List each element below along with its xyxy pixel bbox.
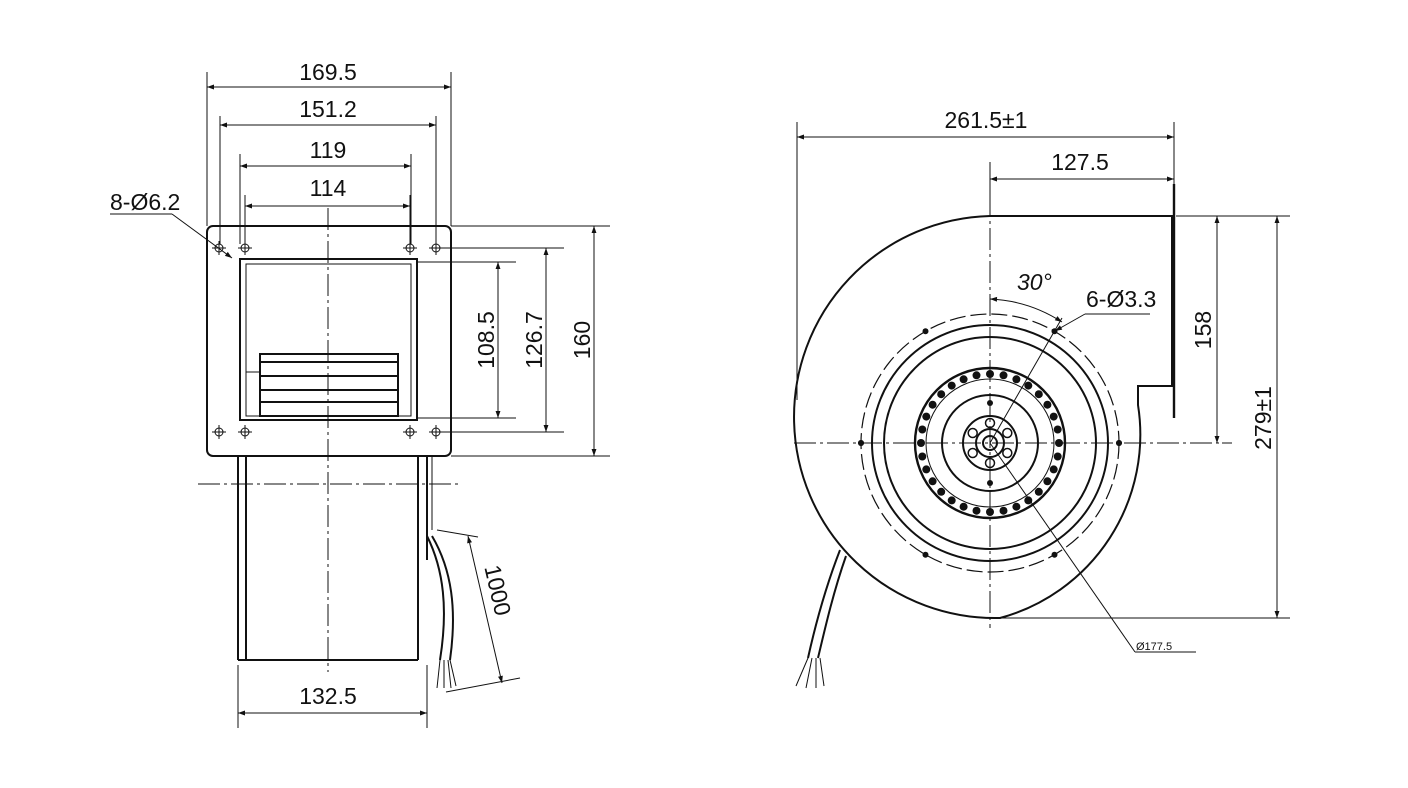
hub-hole (1002, 447, 1013, 459)
bolt-hole-set (858, 328, 1122, 558)
dim-flange-width: 151.2 (299, 96, 357, 122)
side-view: 261.5±1 127.5 158 279±1 30° 6-Ø3.3 Ø177.… (793, 107, 1290, 689)
centre-marker (987, 480, 993, 486)
impeller-blade (1024, 496, 1033, 505)
bolt-hole (922, 328, 929, 335)
impeller-blade (972, 506, 981, 515)
impeller-blade (1012, 502, 1021, 511)
dim-overall-height: 279±1 (1250, 386, 1276, 450)
impeller-blade (947, 496, 956, 505)
impeller-blade (937, 390, 946, 399)
impeller-blade (928, 477, 937, 486)
impeller-blade (922, 412, 931, 421)
motor-housing (237, 456, 433, 661)
top-dimensions (206, 72, 452, 244)
dim-overall-width: 169.5 (299, 59, 357, 85)
dim-height-mid: 126.7 (521, 311, 547, 369)
dim-mount-holes: 8-Ø6.2 (110, 189, 180, 215)
right-dimensions (417, 225, 610, 457)
hub-hole (967, 447, 978, 459)
impeller-blade (1012, 375, 1021, 384)
impeller-blades (245, 353, 399, 417)
impeller-blade (918, 452, 927, 461)
impeller-blade (1024, 381, 1033, 390)
impeller-blade (1053, 452, 1062, 461)
impeller-blade (959, 502, 968, 511)
cable (426, 535, 457, 689)
impeller-blade (972, 371, 981, 380)
hub-hole (1002, 427, 1013, 439)
dim-angle: 30° (1017, 269, 1052, 295)
impeller-blade (1043, 400, 1052, 409)
dim-height-inner: 108.5 (473, 311, 499, 369)
impeller-blade (922, 465, 931, 474)
impeller-blade (999, 371, 1008, 380)
side-cable (795, 549, 847, 689)
dim-body-width: 132.5 (299, 683, 357, 709)
impeller-blade (947, 381, 956, 390)
impeller-blade (1053, 425, 1062, 434)
mounting-flange (206, 225, 452, 457)
impeller-blade (1043, 477, 1052, 486)
impeller-blade (999, 506, 1008, 515)
impeller-blade (1049, 465, 1058, 474)
scroll-housing (793, 215, 1173, 620)
impeller-blade (1034, 487, 1043, 496)
front-view: 169.5 151.2 119 114 8-Ø6.2 108.5 126.7 1… (110, 59, 610, 728)
impeller-blade (918, 425, 927, 434)
bolt-hole (922, 551, 929, 558)
dim-height-overall: 160 (569, 321, 595, 359)
impeller-blade (959, 375, 968, 384)
bolt-hole (1051, 551, 1058, 558)
dim-overall-length: 261.5±1 (945, 107, 1028, 133)
dim-motor-holes: 6-Ø3.3 (1086, 286, 1156, 312)
dim-impeller-diameter: Ø177.5 (1136, 641, 1172, 653)
impeller-blade (1034, 390, 1043, 399)
hub-hole (967, 427, 978, 439)
impeller-blade (928, 400, 937, 409)
dim-hole-spacing-inner: 114 (310, 175, 347, 201)
dim-outlet-offset: 127.5 (1051, 149, 1109, 175)
impeller-blade (937, 487, 946, 496)
impeller-blade (1049, 412, 1058, 421)
dim-hole-spacing-outer: 119 (310, 137, 347, 163)
impeller-blade-set (917, 370, 1063, 516)
dim-outlet-height: 158 (1190, 311, 1216, 349)
